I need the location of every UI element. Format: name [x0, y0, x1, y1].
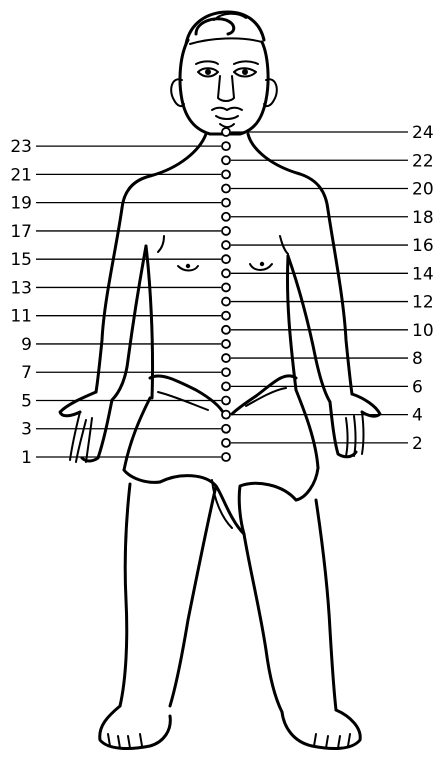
acupoint-3 [222, 425, 230, 433]
point-label-21: 21 [10, 165, 32, 185]
acupoint-17 [222, 227, 230, 235]
point-label-10: 10 [412, 321, 434, 341]
right-leg [244, 500, 360, 748]
point-label-12: 12 [412, 293, 434, 313]
acupoint-15 [222, 255, 230, 263]
acupoint-14 [222, 269, 230, 277]
acupoint-1 [222, 453, 230, 461]
acupoint-18 [222, 213, 230, 221]
left-leg [100, 484, 216, 748]
point-label-11: 11 [10, 307, 32, 327]
acupoint-12 [222, 298, 230, 306]
acupoint-21 [222, 170, 230, 178]
acupoint-5 [222, 396, 230, 404]
point-label-3: 3 [21, 420, 32, 440]
point-label-1: 1 [21, 448, 32, 468]
acupoint-19 [222, 199, 230, 207]
acupoint-4 [222, 411, 230, 419]
acupoint-6 [222, 382, 230, 390]
point-label-8: 8 [412, 349, 423, 369]
point-label-24: 24 [412, 123, 434, 143]
hair-topknot [186, 12, 264, 44]
acupoint-13 [222, 283, 230, 291]
face [196, 61, 258, 127]
point-label-5: 5 [21, 391, 32, 411]
left-arm [60, 208, 146, 462]
point-label-19: 19 [10, 194, 32, 214]
acupoint-22 [222, 156, 230, 164]
acupoint-7 [222, 368, 230, 376]
acupoint-16 [222, 241, 230, 249]
point-label-9: 9 [21, 335, 32, 355]
point-label-13: 13 [10, 278, 32, 298]
point-label-4: 4 [412, 406, 423, 426]
point-label-2: 2 [412, 434, 423, 454]
acupoint-8 [222, 354, 230, 362]
acupoint-10 [222, 326, 230, 334]
point-label-7: 7 [21, 363, 32, 383]
right-arm [288, 210, 380, 457]
point-label-18: 18 [412, 208, 434, 228]
acupoint-11 [222, 312, 230, 320]
loincloth [124, 376, 318, 534]
acupoint-24 [222, 128, 230, 136]
acupoint-20 [222, 185, 230, 193]
point-label-16: 16 [412, 236, 434, 256]
point-label-22: 22 [412, 151, 434, 171]
point-label-14: 14 [412, 264, 434, 284]
acupoint-23 [222, 142, 230, 150]
acupoint-9 [222, 340, 230, 348]
point-label-23: 23 [10, 137, 32, 157]
acupoint-2 [222, 439, 230, 447]
point-label-20: 20 [412, 180, 434, 200]
head [171, 40, 277, 134]
point-label-6: 6 [412, 377, 423, 397]
point-label-15: 15 [10, 250, 32, 270]
point-label-17: 17 [10, 222, 32, 242]
